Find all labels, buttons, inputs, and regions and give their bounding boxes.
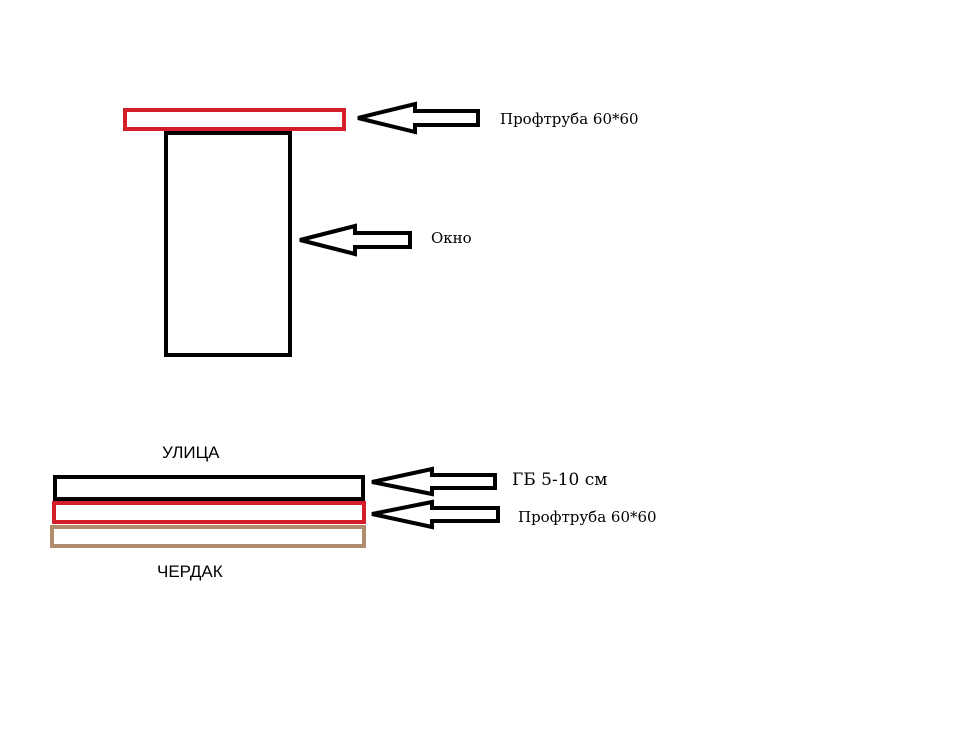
top-profile-tube-beam: [123, 108, 346, 131]
window-outline: [164, 131, 292, 357]
arrow-to-window-icon: [299, 223, 412, 257]
top-beam-label: Профтруба 60*60: [500, 110, 639, 128]
gb-label: ГБ 5-10 см: [512, 470, 608, 490]
window-label: Окно: [431, 229, 472, 247]
gb-layer: [53, 475, 365, 501]
arrow-to-bottom-beam-icon: [371, 499, 500, 530]
attic-label: ЧЕРДАК: [157, 562, 223, 581]
outside-label: УЛИЦА: [162, 443, 220, 462]
arrow-to-gb-icon: [371, 466, 497, 497]
bottom-profile-tube-layer: [52, 501, 366, 524]
arrow-to-top-beam-icon: [357, 101, 480, 135]
bottom-beam-label: Профтруба 60*60: [518, 508, 657, 526]
attic-boundary-layer: [50, 525, 366, 548]
